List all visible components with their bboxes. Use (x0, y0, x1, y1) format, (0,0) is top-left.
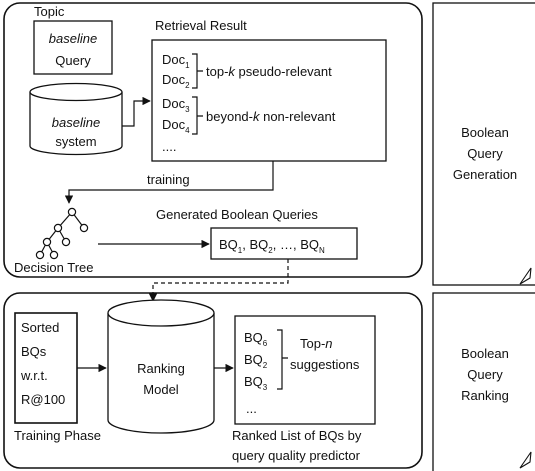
decision-tree-label: Decision Tree (14, 260, 93, 275)
baseline-query-box (33, 20, 113, 75)
retrieval-result-title: Retrieval Result (155, 18, 247, 33)
side-panel-label: Query (467, 367, 503, 382)
beyond-k-label: beyond-k non-relevant (206, 109, 336, 124)
baseline-system-label: system (55, 134, 96, 149)
baseline-query-label: Query (55, 53, 91, 68)
sorted-bqs-box (14, 312, 78, 424)
page-curl-icon (519, 267, 532, 285)
generation-stage-frame (3, 2, 423, 278)
ranking-model-cylinder (107, 299, 215, 434)
sorted-bqs-line: BQs (21, 344, 47, 359)
ranked-bq-item: BQ6 (244, 330, 268, 348)
ranked-bq-item: BQ2 (244, 352, 268, 370)
ranked-list-caption: Ranked List of BQs by (232, 428, 362, 443)
sorted-bqs-line: R@100 (21, 392, 65, 407)
side-panel-label: Boolean (461, 125, 509, 140)
generated-queries-title: Generated Boolean Queries (156, 207, 318, 222)
doc-item: Doc2 (162, 72, 190, 90)
sorted-bqs-line: w.r.t. (20, 368, 48, 383)
topic-label: Topic (34, 4, 65, 19)
side-panel-label: Generation (453, 167, 517, 182)
baseline-query-italic: baseline (49, 31, 97, 46)
system-to-results-arrow (122, 96, 151, 127)
queries-to-ranking-dashed-arrow (148, 259, 289, 302)
ranking-stage-frame (3, 292, 423, 469)
sorted-bqs-line: Sorted (21, 320, 59, 335)
top-k-bracket (192, 53, 203, 89)
ranked-bq-item: BQ3 (244, 374, 268, 392)
side-panel-label: Boolean (461, 346, 509, 361)
training-label: training (147, 172, 190, 187)
generated-queries-list: BQ1, BQ2, …, BQN (219, 237, 325, 255)
ranked-list-box (234, 315, 376, 425)
training-phase-label: Training Phase (14, 428, 101, 443)
top-n-bracket (277, 329, 288, 390)
generated-queries-box (210, 227, 358, 260)
baseline-system-cylinder (29, 82, 123, 156)
ranking-side-panel (432, 292, 535, 471)
baseline-system-italic: baseline (52, 115, 100, 130)
beyond-k-bracket (192, 96, 203, 135)
ranking-model-label: Model (143, 382, 179, 397)
doc-item: Doc4 (162, 117, 190, 135)
generation-side-panel (432, 2, 535, 286)
page-curl-icon (519, 451, 532, 469)
ranking-model-label: Ranking (137, 361, 185, 376)
ranked-list-caption: query quality predictor (232, 448, 361, 463)
ranked-ellipsis: ... (246, 401, 257, 416)
decision-tree-icon (35, 207, 89, 260)
doc-item: Doc1 (162, 52, 190, 70)
suggestions-label: suggestions (290, 357, 360, 372)
training-arrow (64, 161, 274, 204)
top-n-label: Top-n (300, 336, 333, 351)
retrieval-result-box (151, 39, 387, 162)
doc-ellipsis: .... (162, 139, 176, 154)
doc-item: Doc3 (162, 96, 190, 114)
side-panel-label: Query (467, 146, 503, 161)
top-k-label: top-k pseudo-relevant (206, 64, 332, 79)
side-panel-label: Ranking (461, 388, 509, 403)
